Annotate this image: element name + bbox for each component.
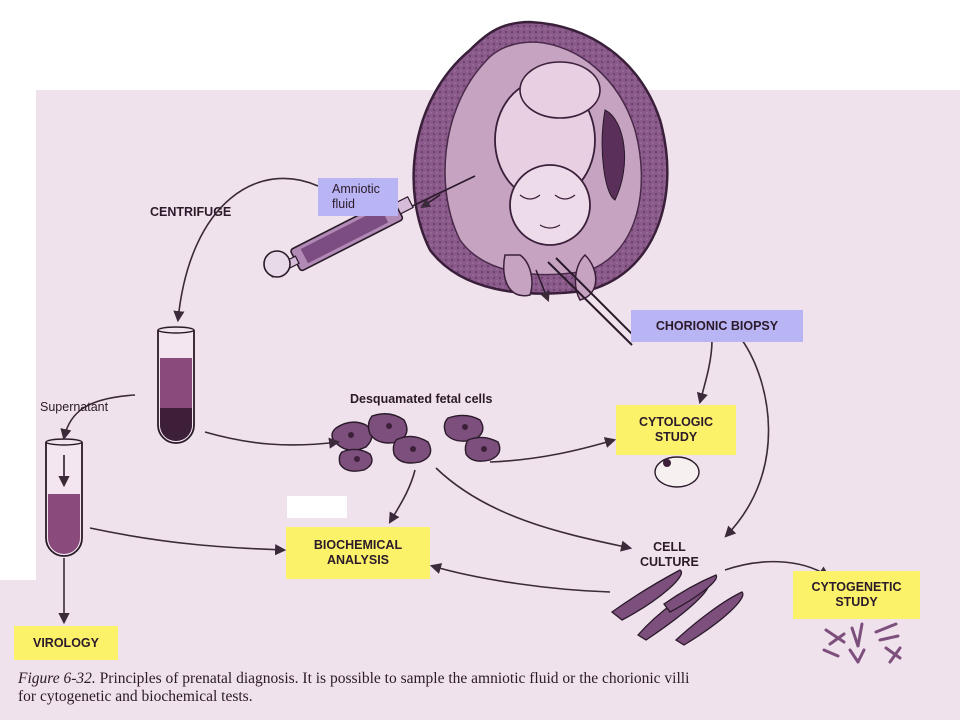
virology-box: VIROLOGY — [14, 626, 118, 660]
centrifuge-label: CENTRIFUGE — [150, 205, 232, 219]
figure-caption: Figure 6-32. Principles of prenatal diag… — [18, 670, 698, 706]
paper-patch — [287, 496, 347, 518]
left-margin — [0, 90, 36, 580]
cell-nucleus — [354, 456, 360, 462]
cell-nucleus — [348, 432, 354, 438]
flow-arrows — [58, 177, 830, 625]
cell-nucleus — [410, 446, 416, 452]
cytogenetic-study-box: CYTOGENETIC STUDY — [793, 571, 920, 619]
fetal-cells — [331, 413, 501, 472]
cell-nucleus — [386, 423, 392, 429]
cytologic-study-box: CYTOLOGIC STUDY — [616, 405, 736, 455]
supernatant-tube — [45, 438, 83, 557]
centrifuge-tube — [157, 326, 195, 444]
cultured-cells — [610, 569, 744, 646]
desquamated-fetal-cells-label: Desquamated fetal cells — [350, 392, 493, 406]
amniotic-fluid-label: Amniotic fluid — [318, 178, 398, 216]
caption-text: Principles of prenatal diagnosis. It is … — [18, 670, 690, 705]
chromosomes — [822, 622, 902, 664]
biochemical-analysis-box: BIOCHEMICAL ANALYSIS — [286, 527, 430, 579]
cell-nucleus — [481, 446, 487, 452]
cell-culture-label: CELL CULTURE — [640, 540, 699, 569]
biopsy-catheter — [535, 257, 639, 346]
figure-number: Figure 6-32. — [18, 670, 96, 687]
uterus-with-fetus — [412, 20, 669, 301]
chorionic-biopsy-label: CHORIONIC BIOPSY — [631, 310, 803, 342]
cell-nucleus — [462, 424, 468, 430]
supernatant-label: Supernatant — [40, 400, 109, 414]
cytologic-cell — [654, 456, 700, 488]
syringe — [263, 175, 476, 278]
